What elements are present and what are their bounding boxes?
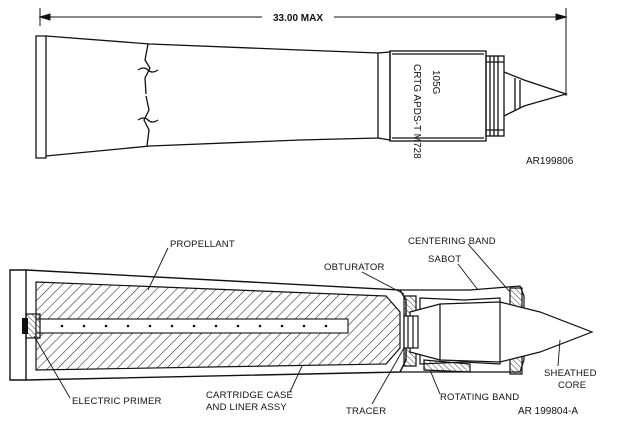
centering-band-ext — [485, 55, 505, 137]
label-obturator: OBTURATOR — [324, 262, 385, 273]
rotating-band-part — [423, 359, 471, 373]
label-sabot: SABOT — [428, 254, 461, 265]
projectile-band — [389, 50, 487, 142]
tracer-element — [403, 315, 419, 349]
electric-primer-head — [25, 313, 41, 339]
penetrator-nose — [503, 71, 569, 117]
case-rim — [35, 35, 47, 159]
label-core: CORE — [558, 380, 586, 391]
leader-cartridge-case — [289, 365, 303, 393]
leader-sheathed-core — [557, 339, 561, 367]
sheathed-core — [409, 301, 594, 363]
overall-length-dimension — [38, 8, 568, 96]
band-text-2: CRTG APDS-T M728 — [411, 64, 422, 159]
label-sheathed: SHEATHED — [544, 368, 597, 379]
primer-contact — [22, 318, 28, 334]
leader-obturator — [361, 271, 405, 295]
case-body — [45, 35, 379, 157]
leader-centering-band — [467, 243, 511, 293]
top-reference: AR199806 — [526, 156, 574, 167]
label-propellant: PROPELLANT — [170, 239, 235, 250]
case-neck — [377, 51, 391, 141]
section-reference: AR 199804-A — [518, 406, 578, 417]
label-rotating-band: ROTATING BAND — [440, 392, 519, 403]
dimension-label: 33.00 MAX — [273, 13, 323, 24]
band-text-1: 105G — [430, 70, 441, 95]
label-cartridge-case: CARTRIDGE CASE — [206, 390, 293, 401]
sabot-inner — [419, 297, 501, 365]
label-centering-band: CENTERING BAND — [408, 236, 496, 247]
label-tracer: TRACER — [346, 406, 386, 417]
label-liner-assy: AND LINER ASSY — [206, 402, 287, 413]
top-view-external: 33.00 MAX — [35, 8, 574, 167]
leader-sabot — [457, 263, 479, 291]
section-view: PROPELLANT OBTURATOR CENTERING BAND SABO… — [9, 236, 597, 417]
leader-tracer — [371, 347, 405, 405]
leader-rotating-band — [429, 369, 441, 395]
leader-propellant — [147, 247, 169, 291]
label-electric-primer: ELECTRIC PRIMER — [72, 396, 162, 407]
leader-electric-primer — [33, 335, 71, 399]
